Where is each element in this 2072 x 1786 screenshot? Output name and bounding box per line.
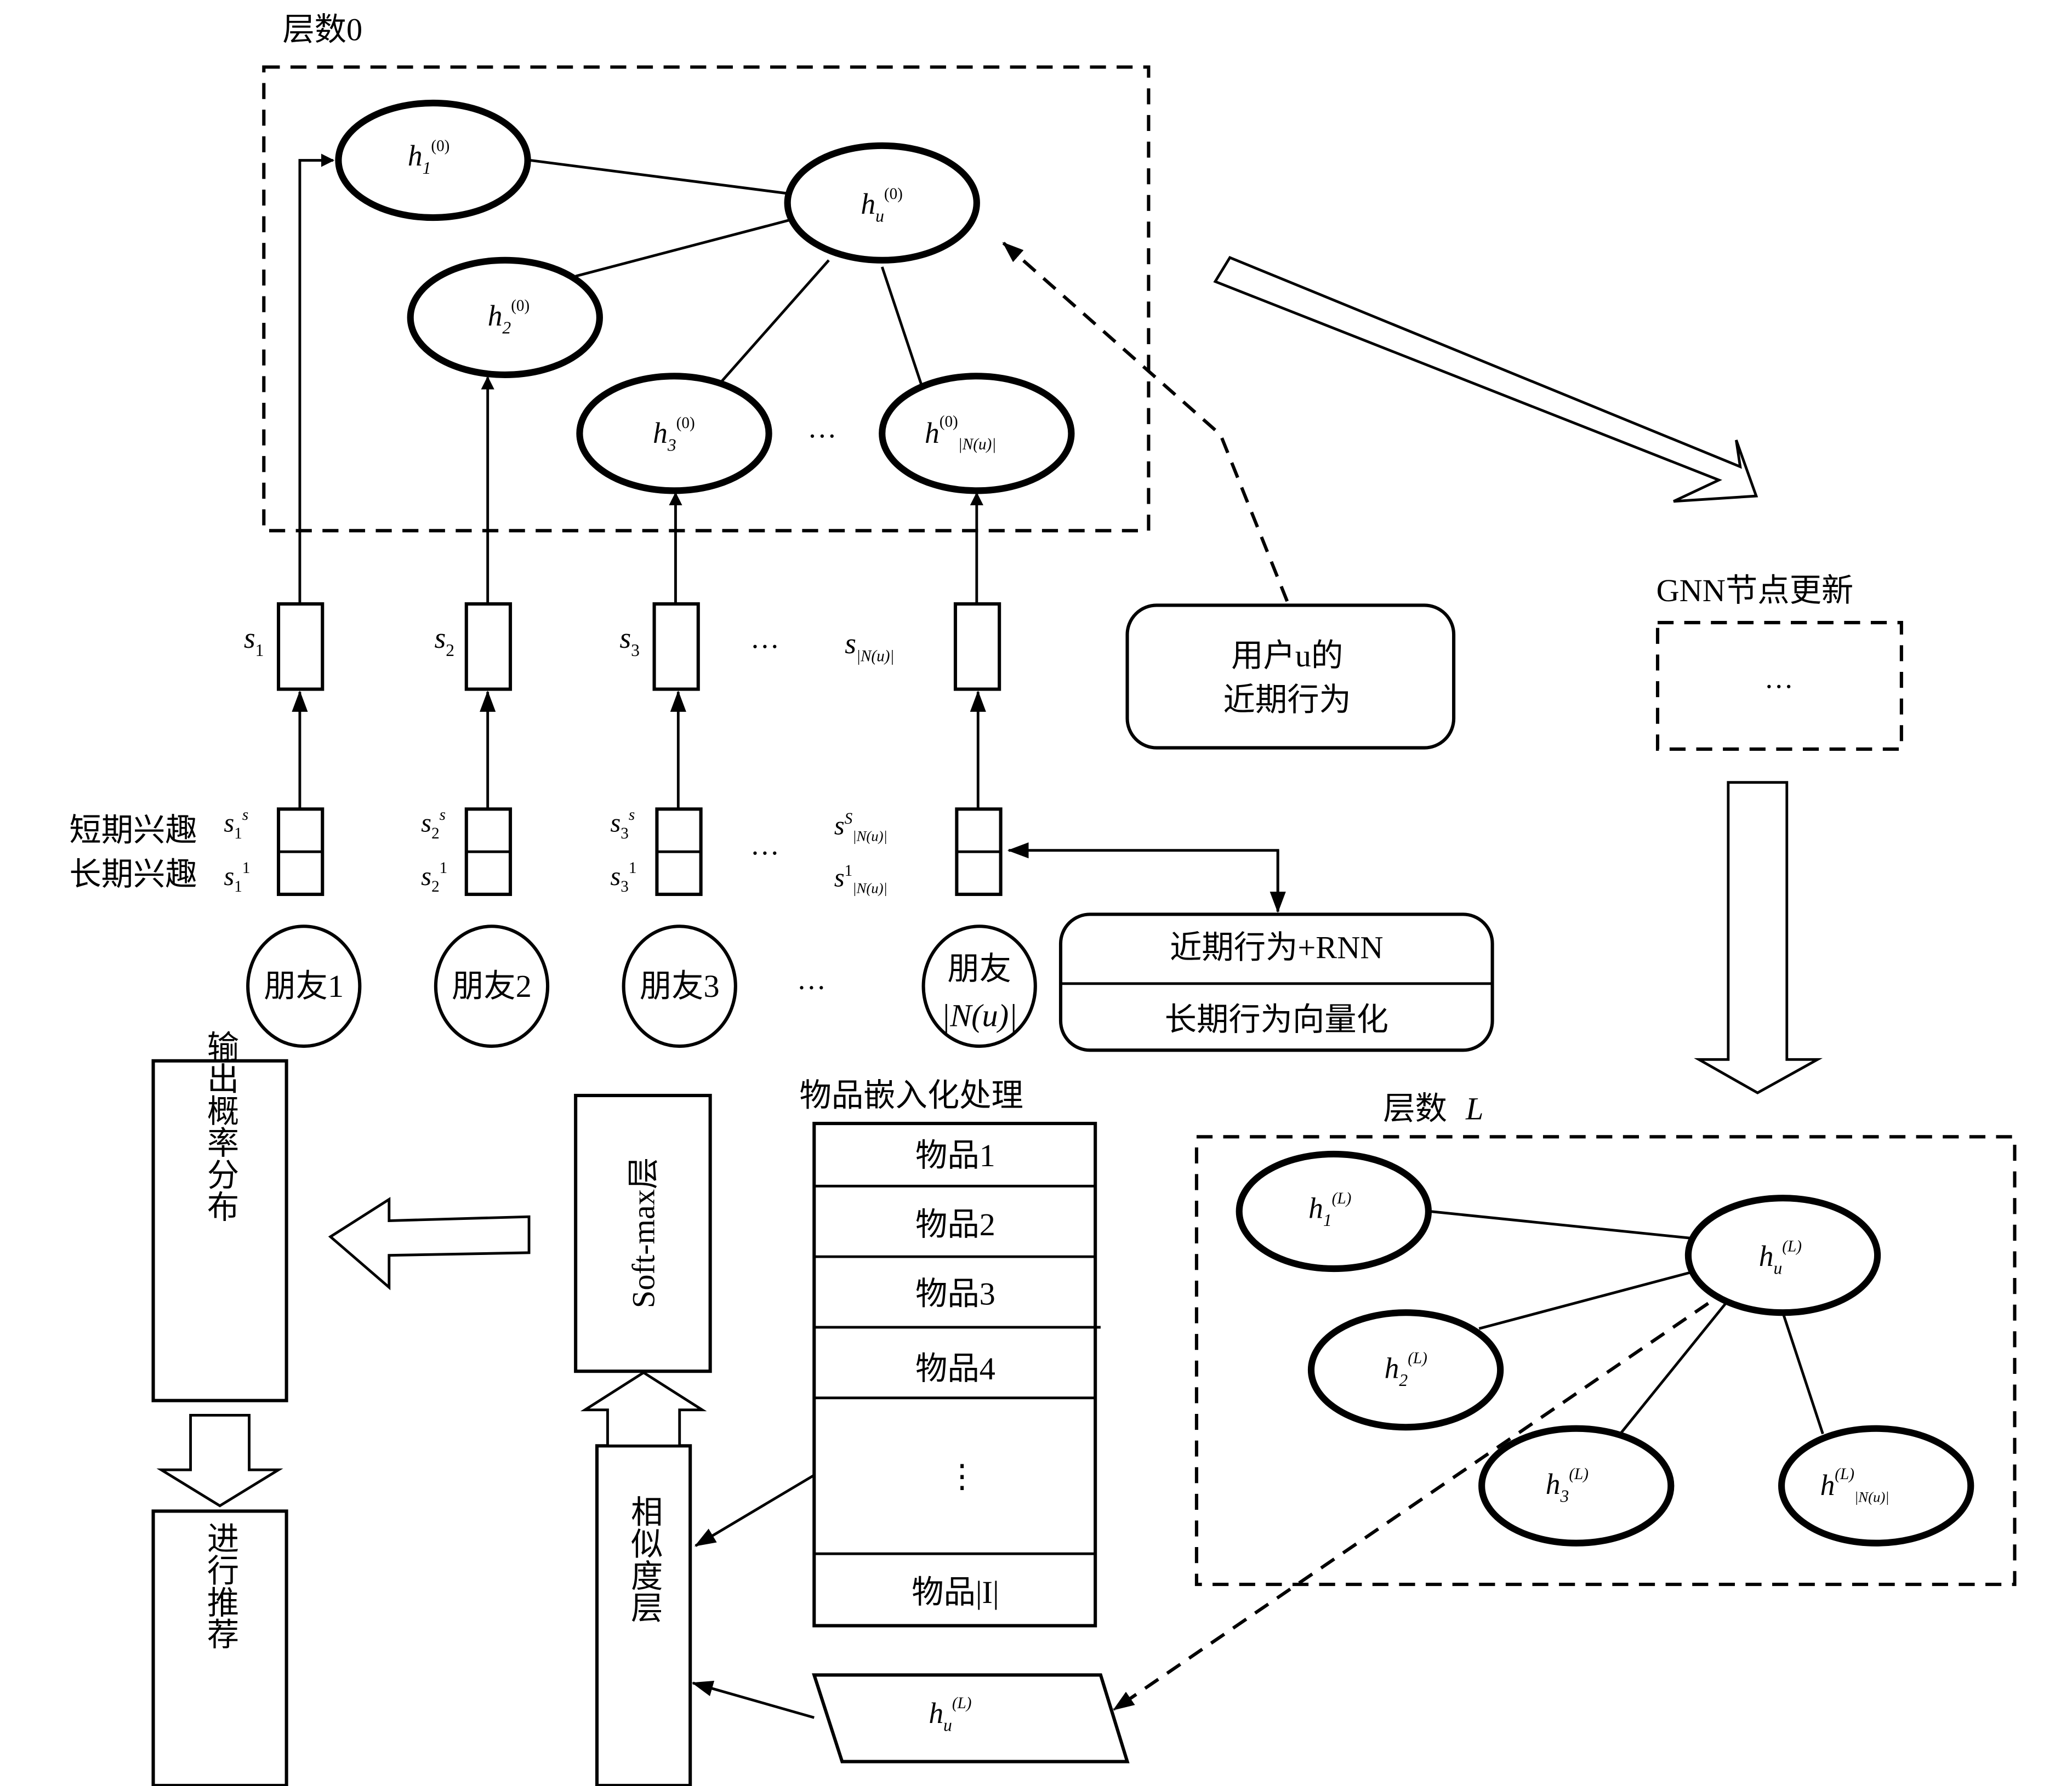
gnn-down-arrow bbox=[1694, 781, 1823, 1094]
svg-text:用户u的: 用户u的 bbox=[1231, 638, 1343, 674]
friend-nodes: 朋友1 朋友2 朋友3 … 朋友 |N(u)| bbox=[246, 925, 1037, 1048]
friend-2: 朋友2 bbox=[452, 968, 532, 1004]
user-embedding: hu(L) bbox=[812, 1673, 1130, 1764]
items-table: 物品1 物品2 物品3 物品4 ⋮ 物品|I| bbox=[812, 1122, 1101, 1628]
svg-text:s1|N(u)|: s1|N(u)| bbox=[834, 862, 887, 897]
friend-vector-row: s1 s2 s3 … s|N(u)| bbox=[244, 602, 1001, 691]
output-distribution: 输出概率分布 bbox=[151, 1030, 288, 1402]
layerL-edges bbox=[1430, 1210, 1824, 1435]
friend-last-line2: |N(u)| bbox=[941, 998, 1017, 1034]
svg-text:输出概率分布: 输出概率分布 bbox=[202, 1030, 238, 1222]
softmax-to-output-arrow bbox=[328, 1197, 531, 1291]
long-interest-label: 长期兴趣 bbox=[69, 857, 197, 892]
svg-text:hu(0): hu(0) bbox=[861, 185, 903, 225]
svg-text:s21: s21 bbox=[421, 859, 447, 895]
item-row: 物品1 bbox=[915, 1138, 995, 1173]
item-row: 物品2 bbox=[915, 1207, 995, 1242]
node-hN-L: h(L)|N(u)| bbox=[1778, 1425, 1974, 1547]
svg-text:…: … bbox=[750, 621, 779, 654]
svg-text:sS|N(u)|: sS|N(u)| bbox=[834, 810, 887, 845]
recent-behavior-dashed-arrow bbox=[1002, 241, 1289, 602]
interest-to-vector-arrows bbox=[292, 691, 986, 809]
interest-vectors: s1s s11 s2s s21 s3s s31 … sS|N(u)| s1|N(… bbox=[224, 806, 1003, 897]
node-h3-0: h3(0) bbox=[576, 373, 772, 494]
node-h2-0: h2(0) bbox=[407, 256, 603, 378]
softmax-layer: Soft-max层 bbox=[574, 1093, 712, 1373]
node-hu-L: hu(L) bbox=[1684, 1195, 1881, 1316]
rnn-box: 近期行为+RNN 长期行为向量化 bbox=[1058, 912, 1494, 1052]
vector-to-node-arrows bbox=[298, 153, 983, 604]
item-row: 物品4 bbox=[915, 1351, 995, 1386]
svg-text:s|N(u)|: s|N(u)| bbox=[845, 627, 894, 665]
node-hu-0: hu(0) bbox=[784, 142, 980, 264]
short-interest-label: 短期兴趣 bbox=[69, 813, 197, 848]
friend-last-line1: 朋友 bbox=[947, 951, 1011, 987]
svg-text:s3s: s3s bbox=[610, 806, 635, 842]
svg-text:h3(0): h3(0) bbox=[653, 414, 695, 454]
svg-text:h2(0): h2(0) bbox=[488, 297, 530, 337]
gnn-content: … bbox=[1764, 661, 1793, 694]
svg-text:s1s: s1s bbox=[224, 806, 248, 842]
output-to-recommend-arrow bbox=[156, 1413, 283, 1508]
recommend-box: 进行推荐 bbox=[151, 1509, 288, 1786]
layer0-edges bbox=[530, 159, 924, 388]
svg-text:s3: s3 bbox=[619, 621, 640, 660]
svg-text:s11: s11 bbox=[224, 859, 250, 895]
node-h1-L: h1(L) bbox=[1236, 1150, 1432, 1273]
svg-text:近期行为: 近期行为 bbox=[1223, 682, 1351, 717]
items-to-similarity-arrow bbox=[694, 1474, 815, 1547]
friend-1: 朋友1 bbox=[264, 968, 344, 1004]
gnn-frame bbox=[1655, 620, 1903, 751]
gnn-title: GNN节点更新 bbox=[1657, 573, 1854, 608]
svg-text:h1(0): h1(0) bbox=[408, 138, 450, 178]
svg-text:…: … bbox=[750, 828, 779, 861]
svg-text:s2: s2 bbox=[434, 621, 454, 660]
layer0-frame bbox=[262, 65, 1151, 533]
svg-text:相似度层: 相似度层 bbox=[626, 1495, 662, 1623]
item-row: ⋮ bbox=[946, 1459, 978, 1494]
similarity-layer: 相似度层 bbox=[595, 1444, 692, 1786]
hu-L-dashed-arrow bbox=[1113, 1302, 1710, 1711]
gnn-update-arrow bbox=[1213, 255, 1758, 503]
recent-behavior-box: 用户u的 近期行为 bbox=[1125, 603, 1456, 750]
item-row: 物品|I| bbox=[912, 1574, 999, 1610]
layer0-title: 层数0 bbox=[282, 12, 362, 48]
items-title: 物品嵌入化处理 bbox=[800, 1077, 1023, 1113]
svg-text:近期行为+RNN: 近期行为+RNN bbox=[1170, 930, 1383, 966]
svg-text:长期行为向量化: 长期行为向量化 bbox=[1165, 1002, 1388, 1037]
node-h2-L: h2(L) bbox=[1307, 1309, 1504, 1431]
svg-text:Soft-max层: Soft-max层 bbox=[626, 1157, 662, 1308]
layer0-ellipsis: … bbox=[807, 411, 836, 444]
svg-text:h(0)|N(u)|: h(0)|N(u)| bbox=[925, 413, 996, 453]
item-row: 物品3 bbox=[915, 1276, 995, 1312]
rnn-connector bbox=[1007, 842, 1279, 912]
svg-text:s1: s1 bbox=[244, 621, 264, 660]
svg-text:s31: s31 bbox=[610, 859, 636, 895]
node-hN-0: h(0)|N(u)| bbox=[879, 373, 1075, 494]
svg-text:s2s: s2s bbox=[421, 806, 446, 842]
embedding-to-similarity-arrow bbox=[691, 1680, 815, 1719]
node-h3-L: h3(L) bbox=[1478, 1425, 1675, 1547]
friend-3: 朋友3 bbox=[640, 968, 720, 1004]
node-h1-0: h1(0) bbox=[335, 99, 531, 221]
svg-text:…: … bbox=[797, 963, 826, 996]
svg-text:进行推荐: 进行推荐 bbox=[202, 1522, 238, 1650]
similarity-to-softmax-arrow bbox=[580, 1371, 707, 1447]
